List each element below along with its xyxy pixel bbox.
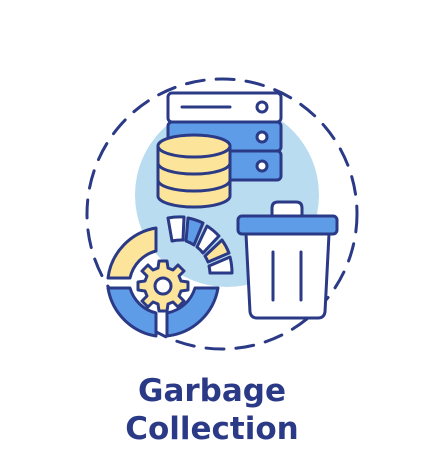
caption-title: Garbage Collection (0, 372, 424, 448)
pie-chart-icon (106, 215, 234, 338)
garbage-collection-illustration (85, 77, 359, 351)
caption-line-2: Collection (125, 411, 299, 447)
database-icon (156, 133, 232, 209)
caption-line-1: Garbage (138, 373, 286, 409)
gear-icon (136, 259, 190, 313)
trash-can-icon (236, 200, 339, 320)
dashed-circle-icon (85, 77, 359, 351)
